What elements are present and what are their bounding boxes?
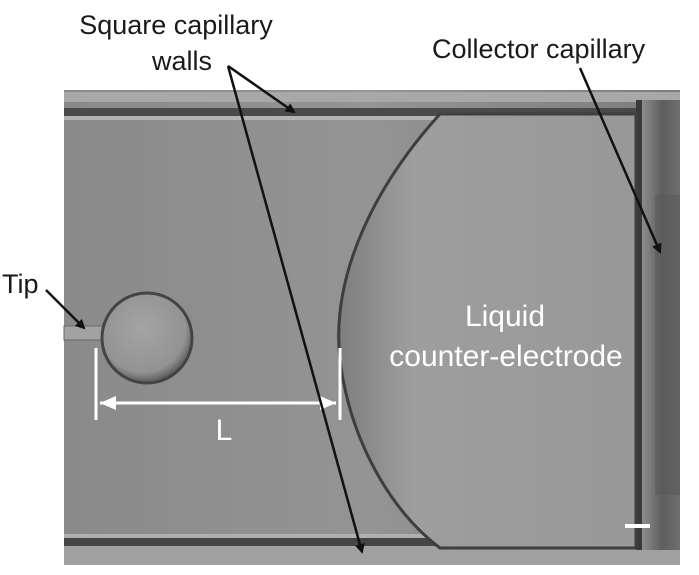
- length-label: L: [216, 414, 233, 447]
- liquid-label-line1: Liquid: [465, 300, 545, 333]
- liquid-label-line2: counter-electrode: [389, 340, 622, 373]
- collector-capillary-label: Collector capillary: [432, 34, 646, 64]
- arrow-icon: [227, 64, 296, 114]
- square-walls-label-line1: Square capillary: [79, 10, 273, 40]
- arrow-icon: [226, 65, 365, 554]
- length-dimension: [94, 348, 342, 420]
- arrow-icon: [578, 67, 662, 254]
- square-walls-label-line2: walls: [151, 46, 212, 76]
- collector-capillary: [636, 100, 680, 550]
- top-capillary-wall: [64, 92, 680, 120]
- tip-label: Tip: [2, 269, 39, 299]
- annotation-arrows: [45, 64, 662, 554]
- tip-droplet: [100, 291, 194, 385]
- scale-bar-icon: [625, 524, 650, 528]
- arrow-icon: [45, 289, 86, 330]
- bottom-capillary-wall: [64, 534, 680, 565]
